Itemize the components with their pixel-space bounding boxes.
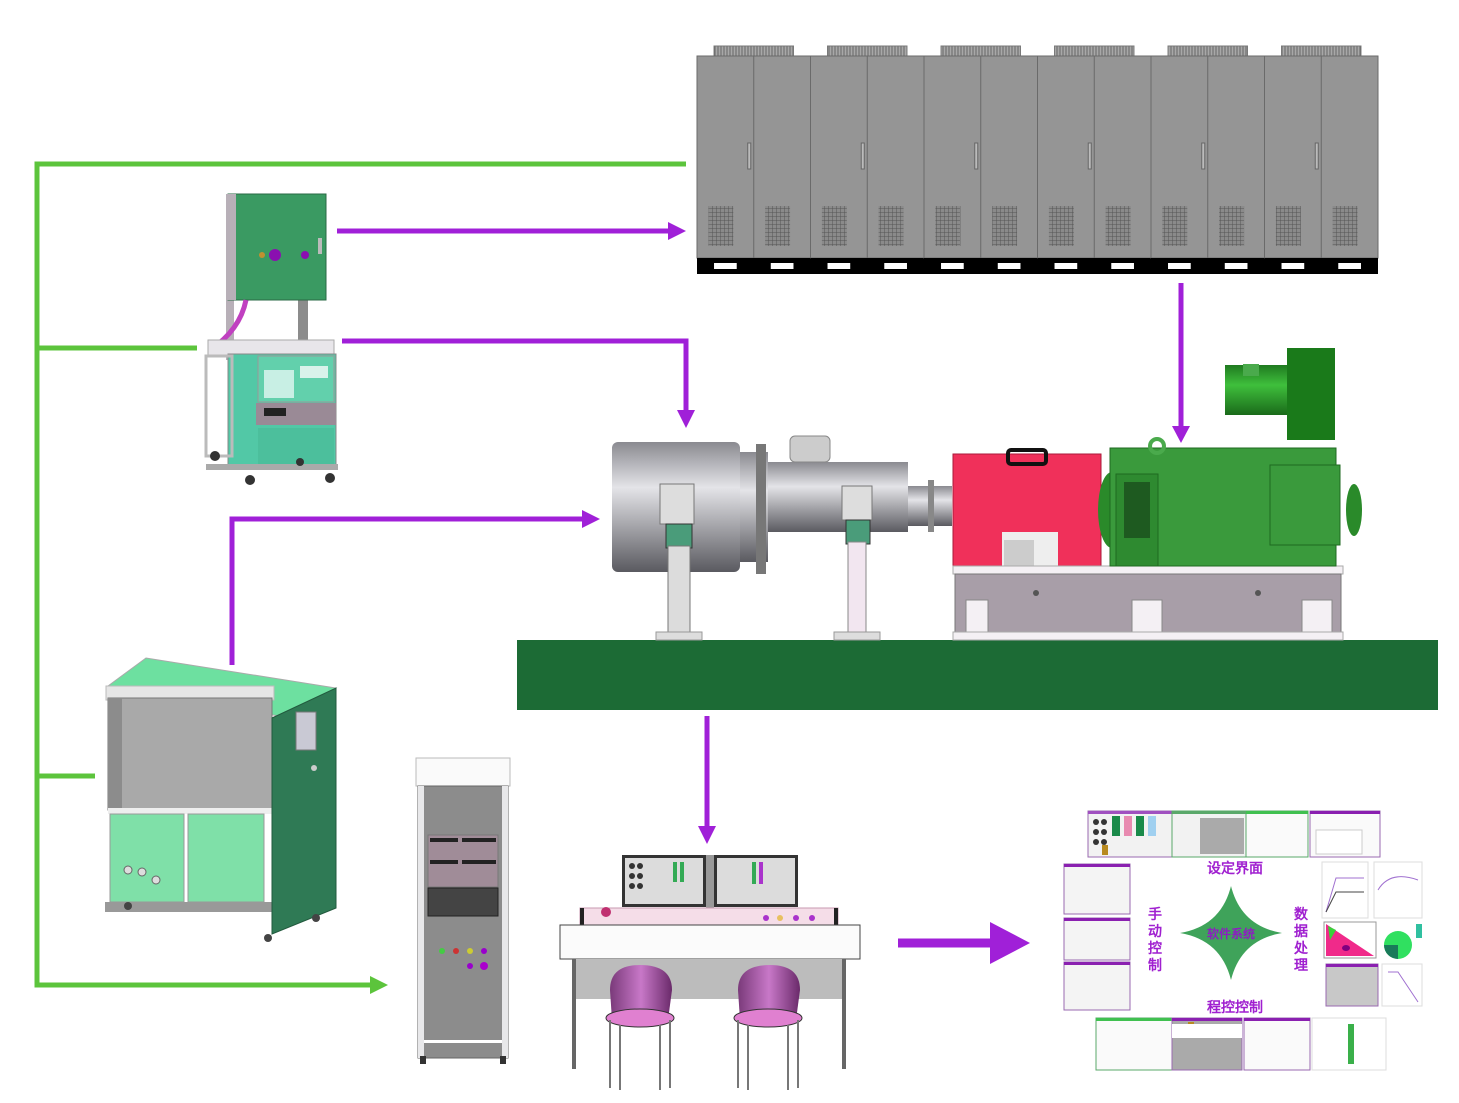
signal-arrows bbox=[229, 222, 1190, 964]
inverter-cabinet-unit[interactable] bbox=[696, 45, 811, 274]
inverter-cabinet-unit[interactable] bbox=[1037, 45, 1152, 274]
software-label-manual-control: 手动控制 bbox=[1148, 907, 1162, 974]
screenshot-strip-right bbox=[1321, 861, 1423, 1007]
screenshot-strip-bottom bbox=[1095, 1017, 1387, 1071]
screenshot-strip-top bbox=[1087, 810, 1381, 858]
power-lines bbox=[34, 161, 686, 994]
door-handle-icon bbox=[860, 142, 865, 170]
door-handle-icon bbox=[974, 142, 979, 170]
cooling-unit[interactable] bbox=[105, 657, 338, 942]
inverter-cabinet-unit[interactable] bbox=[923, 45, 1038, 274]
test-bench[interactable] bbox=[517, 348, 1438, 710]
door-handle-icon bbox=[1087, 142, 1092, 170]
software-star-icon bbox=[1180, 886, 1282, 980]
inverter-cabinet-row[interactable] bbox=[696, 45, 1379, 274]
screenshot-strip-left bbox=[1063, 863, 1131, 1011]
measurement-rack[interactable] bbox=[415, 757, 511, 1064]
door-handle-icon bbox=[1201, 142, 1206, 170]
bench-base bbox=[517, 640, 1438, 710]
software-label-settings: 设定界面 bbox=[1207, 861, 1263, 877]
inverter-cabinet-unit[interactable] bbox=[1264, 45, 1379, 274]
software-label-program-control: 程控控制 bbox=[1207, 1000, 1263, 1016]
software-system-center-label: 软件系统 bbox=[1207, 927, 1256, 941]
torque-coupling bbox=[952, 448, 1102, 567]
operator-console[interactable] bbox=[559, 855, 861, 1090]
door-handle-icon bbox=[747, 142, 752, 170]
arrow-head-power-rack bbox=[370, 976, 388, 994]
software-label-data-processing: 数据处理 bbox=[1294, 907, 1308, 974]
load-dynamometer bbox=[952, 348, 1362, 641]
door-handle-icon bbox=[1314, 142, 1319, 170]
software-system-panel bbox=[1063, 810, 1423, 1071]
power-supply-cart[interactable] bbox=[204, 193, 338, 485]
inverter-cabinet-unit[interactable] bbox=[1150, 45, 1265, 274]
inverter-cabinet-unit[interactable] bbox=[810, 45, 925, 274]
motor-under-test bbox=[612, 435, 952, 641]
